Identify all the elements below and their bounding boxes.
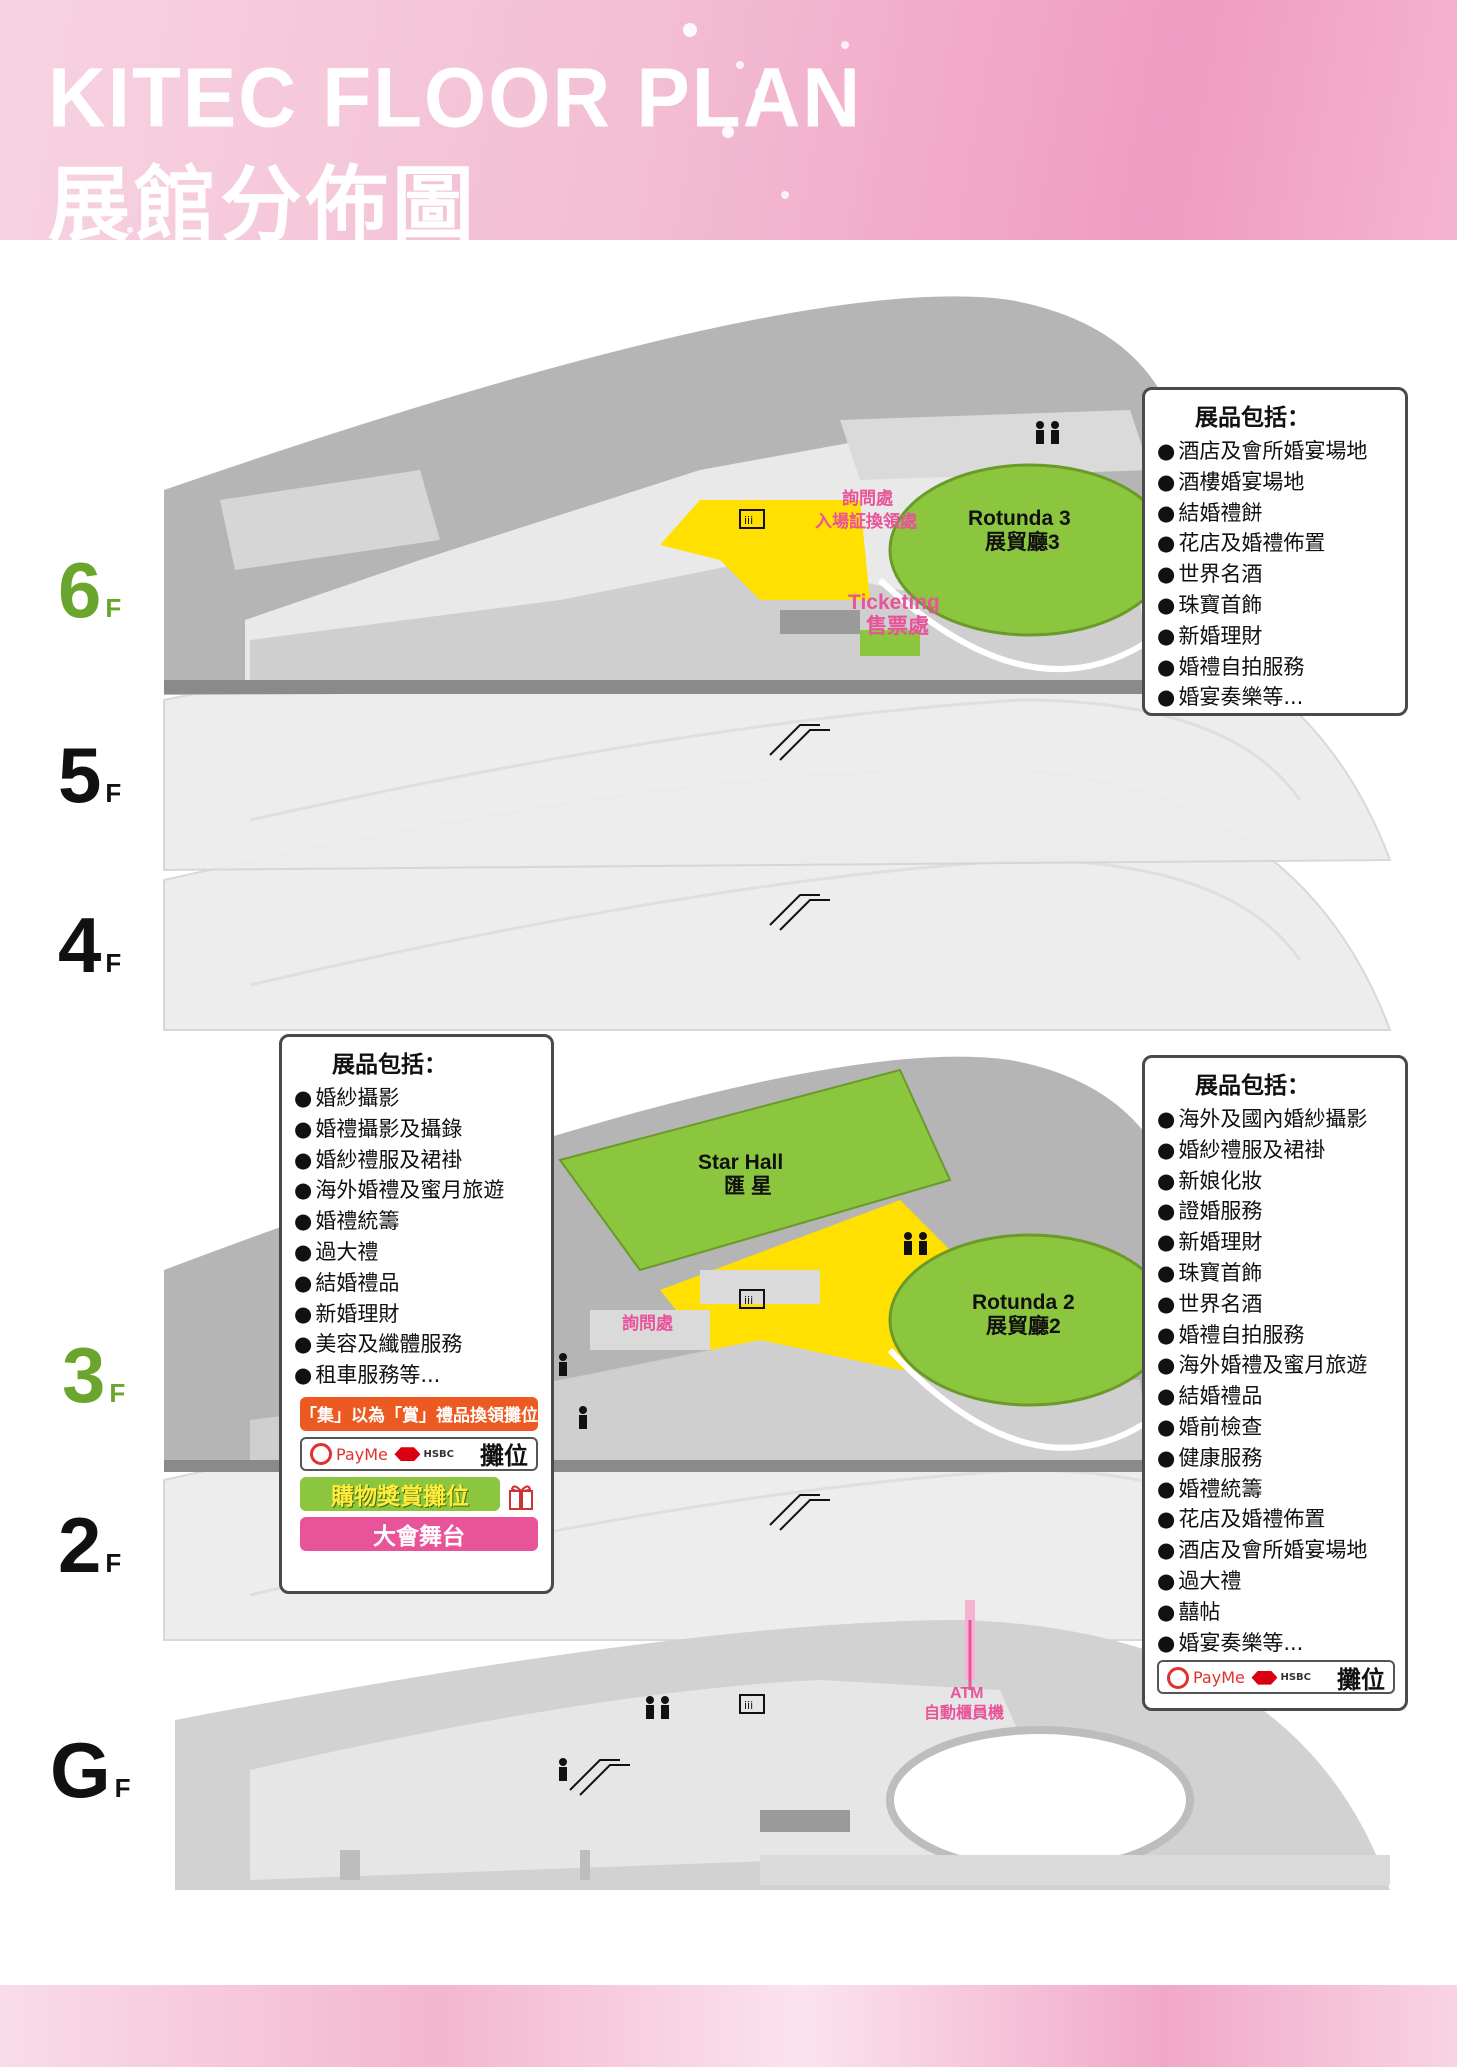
callout-3f-right-title: 展品包括： bbox=[1195, 1073, 1310, 1099]
callout-6f-exhibits: 展品包括： 酒店及會所婚宴場地 酒樓婚宴場地 結婚禮餅 花店及婚禮佈置 世界名酒… bbox=[1142, 387, 1408, 716]
elevator-icon-gf: iii bbox=[739, 1694, 765, 1714]
list-item: 花店及婚禮佈置 bbox=[1157, 528, 1393, 559]
list-item: 世界名酒 bbox=[1157, 559, 1393, 590]
rotunda3-label-en: Rotunda 3 bbox=[968, 507, 1071, 530]
svg-text:iii: iii bbox=[744, 514, 753, 527]
list-item: 婚紗禮服及裙褂 bbox=[1157, 1135, 1393, 1166]
atm-label-en: ATM bbox=[950, 1685, 984, 1702]
list-item: 酒店及會所婚宴場地 bbox=[1157, 436, 1393, 467]
list-item: 世界名酒 bbox=[1157, 1289, 1393, 1320]
svg-text:iii: iii bbox=[744, 1294, 753, 1307]
header-banner: KITEC FLOOR PLAN 展館分佈圖 bbox=[0, 0, 1457, 253]
elevator-icon-3f: iii bbox=[739, 1289, 765, 1309]
restroom-icon-3f bbox=[904, 1232, 927, 1255]
atm-label-zh: 自動櫃員機 bbox=[924, 1705, 1005, 1722]
list-item: 珠寶首飾 bbox=[1157, 590, 1393, 621]
list-item: 過大禮 bbox=[294, 1237, 539, 1268]
escalator-icon-gf bbox=[569, 1759, 630, 1796]
callout-6f-list: 酒店及會所婚宴場地 酒樓婚宴場地 結婚禮餅 花店及婚禮佈置 世界名酒 珠寶首飾 … bbox=[1157, 436, 1393, 713]
list-item: 結婚禮品 bbox=[294, 1268, 539, 1299]
callout-3f-left-title: 展品包括： bbox=[332, 1052, 447, 1078]
list-item: 租車服務等... bbox=[294, 1360, 539, 1391]
list-item: 婚禮攝影及攝錄 bbox=[294, 1114, 539, 1145]
main-stage-badge: 大會舞台 bbox=[300, 1516, 538, 1551]
list-item: 結婚禮餅 bbox=[1157, 498, 1393, 529]
list-item: 新娘化妝 bbox=[1157, 1166, 1393, 1197]
hsbc-icon bbox=[1251, 1670, 1278, 1685]
list-item: 海外婚禮及蜜月旅遊 bbox=[294, 1175, 539, 1206]
payme-icon bbox=[1167, 1666, 1189, 1689]
rotunda2-label-zh: 展貿廳2 bbox=[986, 1315, 1061, 1338]
callout-3f-left-exhibits: 展品包括： 婚紗攝影 婚禮攝影及攝錄 婚紗禮服及裙褂 海外婚禮及蜜月旅遊 婚禮統… bbox=[279, 1034, 554, 1594]
shopping-reward-stall-badge: 購物獎賞攤位 bbox=[300, 1476, 500, 1511]
list-item: 證婚服務 bbox=[1157, 1196, 1393, 1227]
list-item: 新婚理財 bbox=[1157, 621, 1393, 652]
gift-icon bbox=[509, 1485, 533, 1510]
list-item: 婚紗攝影 bbox=[294, 1083, 539, 1114]
list-item: 花店及婚禮佈置 bbox=[1157, 1504, 1393, 1535]
rotunda2-label-en: Rotunda 2 bbox=[972, 1291, 1075, 1314]
sparkle-decoration bbox=[127, 23, 849, 233]
f3-info-desk-label: 詢問處 bbox=[622, 1314, 673, 1333]
floor-6f-layer bbox=[164, 296, 1190, 695]
f6-info-desk-label: 詢問處 bbox=[842, 489, 893, 508]
list-item: 婚禮自拍服務 bbox=[1157, 652, 1393, 683]
list-item: 海外婚禮及蜜月旅遊 bbox=[1157, 1350, 1393, 1381]
list-item: 婚宴奏樂等... bbox=[1157, 1628, 1393, 1659]
list-item: 健康服務 bbox=[1157, 1443, 1393, 1474]
star-hall-label-en: Star Hall bbox=[698, 1151, 784, 1174]
f6-entry-pass-label: 入場証換領處 bbox=[815, 512, 917, 531]
escalator-icon-4f bbox=[769, 894, 830, 931]
list-item: 酒樓婚宴場地 bbox=[1157, 467, 1393, 498]
list-item: 珠寶首飾 bbox=[1157, 1258, 1393, 1289]
list-item: 婚前檢查 bbox=[1157, 1412, 1393, 1443]
elevator-icon-6f: iii bbox=[739, 509, 765, 529]
payme-stall-badge-right: PayMe HSBC 攤位 bbox=[1157, 1660, 1395, 1695]
callout-3f-right-list: 海外及國內婚紗攝影 婚紗禮服及裙褂 新娘化妝 證婚服務 新婚理財 珠寶首飾 世界… bbox=[1157, 1104, 1393, 1658]
hsbc-icon bbox=[394, 1447, 421, 1462]
f6-ticketing-label-en: Ticketing bbox=[848, 591, 940, 614]
footer-banner bbox=[0, 1985, 1457, 2067]
callout-3f-left-list: 婚紗攝影 婚禮攝影及攝錄 婚紗禮服及裙褂 海外婚禮及蜜月旅遊 婚禮統籌 過大禮 … bbox=[294, 1083, 539, 1391]
list-item: 婚宴奏樂等... bbox=[1157, 682, 1393, 713]
rotunda3-label-zh: 展貿廳3 bbox=[985, 531, 1060, 554]
list-item: 新婚理財 bbox=[294, 1299, 539, 1330]
person-icon bbox=[559, 1353, 587, 1781]
callout-6f-title: 展品包括： bbox=[1195, 405, 1310, 431]
list-item: 婚禮統籌 bbox=[294, 1206, 539, 1237]
escalator-icon-2f bbox=[769, 1494, 830, 1531]
collect-reward-stall-badge: 「集」以為「賞」禮品換領攤位 bbox=[300, 1396, 538, 1431]
callout-3f-right-exhibits: 展品包括： 海外及國內婚紗攝影 婚紗禮服及裙褂 新娘化妝 證婚服務 新婚理財 珠… bbox=[1142, 1055, 1408, 1711]
payme-icon bbox=[310, 1443, 332, 1466]
star-hall-label-zh: 匯 星 bbox=[724, 1175, 772, 1198]
list-item: 結婚禮品 bbox=[1157, 1381, 1393, 1412]
f6-ticketing-label-zh: 售票處 bbox=[866, 615, 929, 638]
floor-3f-layer bbox=[164, 1056, 1190, 1472]
list-item: 囍帖 bbox=[1157, 1597, 1393, 1628]
list-item: 婚禮自拍服務 bbox=[1157, 1320, 1393, 1351]
list-item: 海外及國內婚紗攝影 bbox=[1157, 1104, 1393, 1135]
list-item: 新婚理財 bbox=[1157, 1227, 1393, 1258]
restroom-icon-gf bbox=[646, 1696, 669, 1719]
restroom-icon-6f bbox=[1036, 421, 1059, 444]
list-item: 美容及纖體服務 bbox=[294, 1329, 539, 1360]
list-item: 過大禮 bbox=[1157, 1566, 1393, 1597]
title-chinese: 展館分佈圖 bbox=[48, 158, 479, 253]
floor-gf-layer bbox=[175, 1600, 1390, 1890]
svg-text:iii: iii bbox=[744, 1699, 753, 1712]
payme-stall-badge: PayMe HSBC 攤位 bbox=[300, 1436, 538, 1471]
list-item: 酒店及會所婚宴場地 bbox=[1157, 1535, 1393, 1566]
list-item: 婚禮統籌 bbox=[1157, 1474, 1393, 1505]
list-item: 婚紗禮服及裙褂 bbox=[294, 1145, 539, 1176]
escalator-icon-5f bbox=[769, 724, 830, 761]
